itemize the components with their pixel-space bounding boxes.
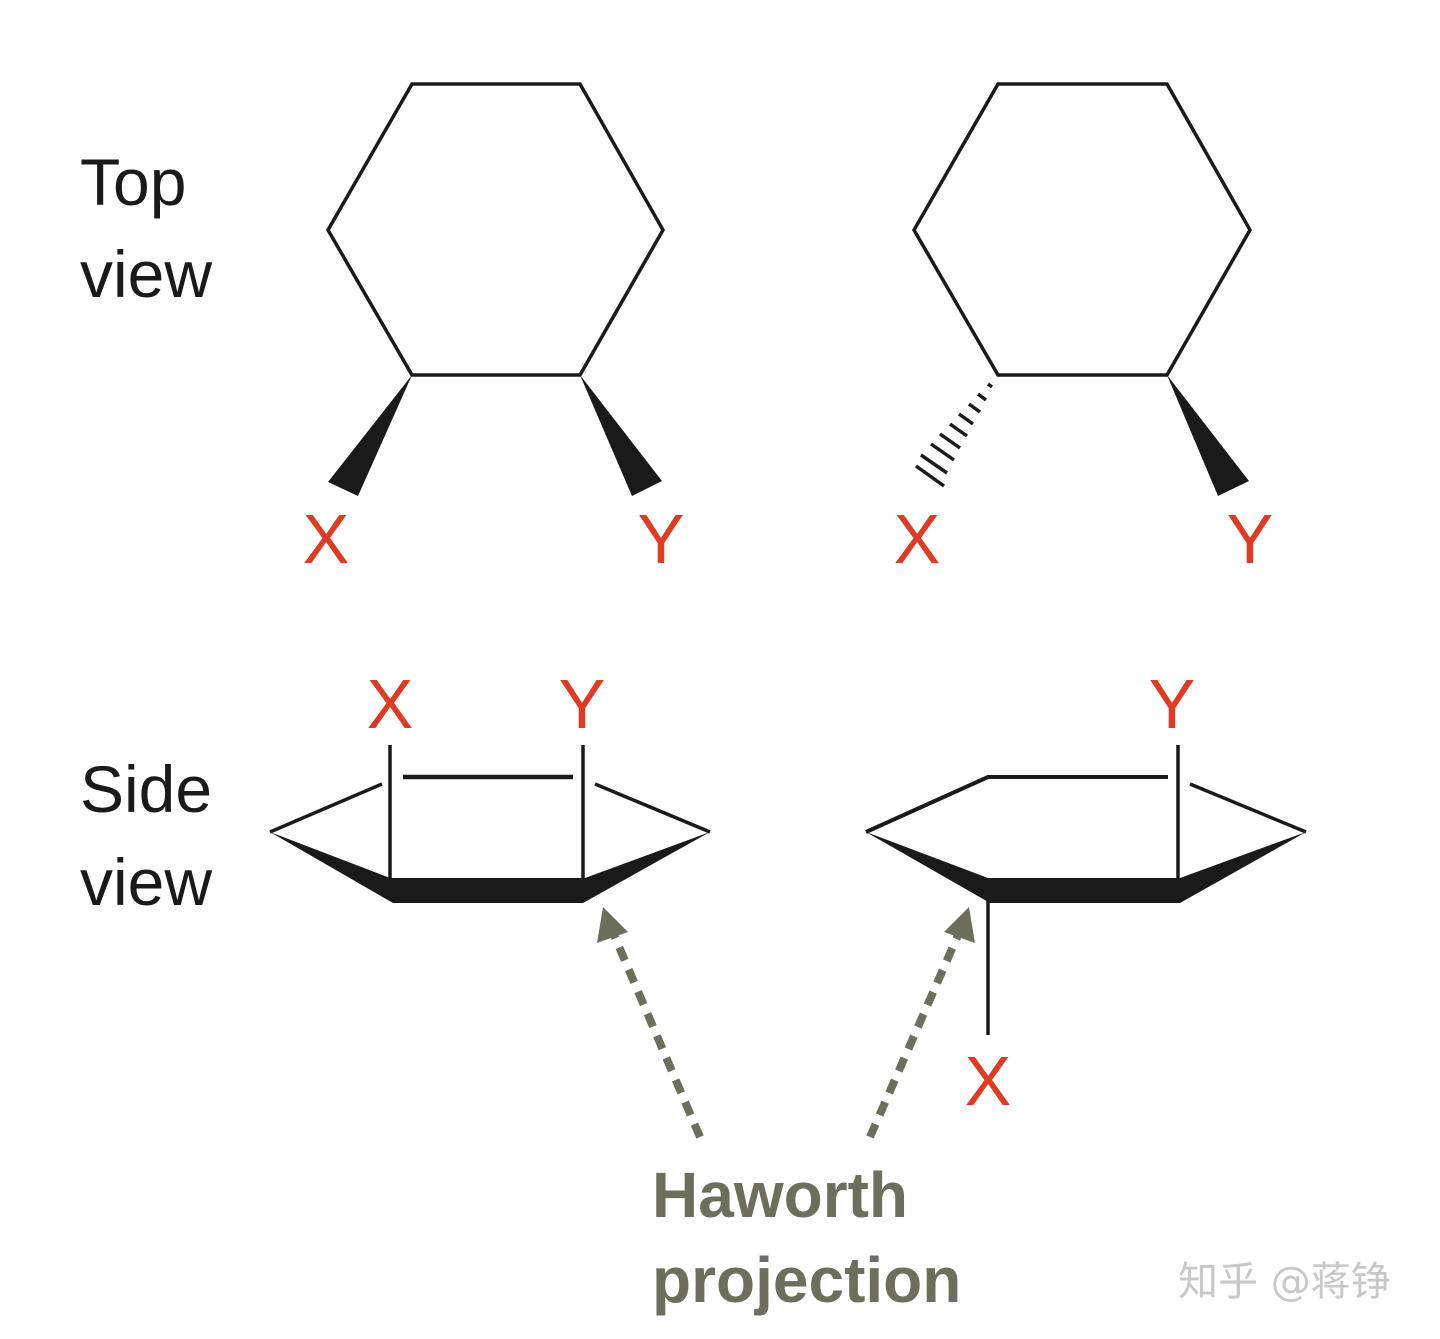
haworth-label-line1: Haworth [652,1159,908,1231]
substituent-x: X [303,500,350,578]
substituent-x: X [894,500,941,578]
side-left-substituent-x: X [367,665,414,743]
side-view-label-2: view [80,845,212,919]
dotted-arrow-left [597,907,704,1139]
top-view-trans-ring: X Y [894,82,1274,578]
watermark: 知乎 @蒋铮 [1178,1259,1391,1305]
wedge-bond-y [580,375,662,496]
side-view-trans-ring [865,745,1307,1035]
top-view-cis-ring: X Y [303,82,685,578]
top-view-label-1: Top [80,145,186,219]
side-view-cis-ring [269,745,711,903]
wedge-bond-x [328,375,412,496]
side-left-substituent-y: Y [559,665,606,743]
hashed-bond-x [914,382,994,488]
side-right-substituent-y: Y [1149,665,1196,743]
haworth-label-line2: projection [652,1244,961,1316]
side-right-substituent-x: X [965,1042,1012,1120]
dotted-arrow-right [866,907,975,1139]
wedge-bond-y [1167,375,1249,496]
substituent-y: Y [1227,500,1274,578]
top-view-label-2: view [80,237,212,311]
side-view-label-1: Side [80,752,212,826]
substituent-y: Y [638,500,685,578]
